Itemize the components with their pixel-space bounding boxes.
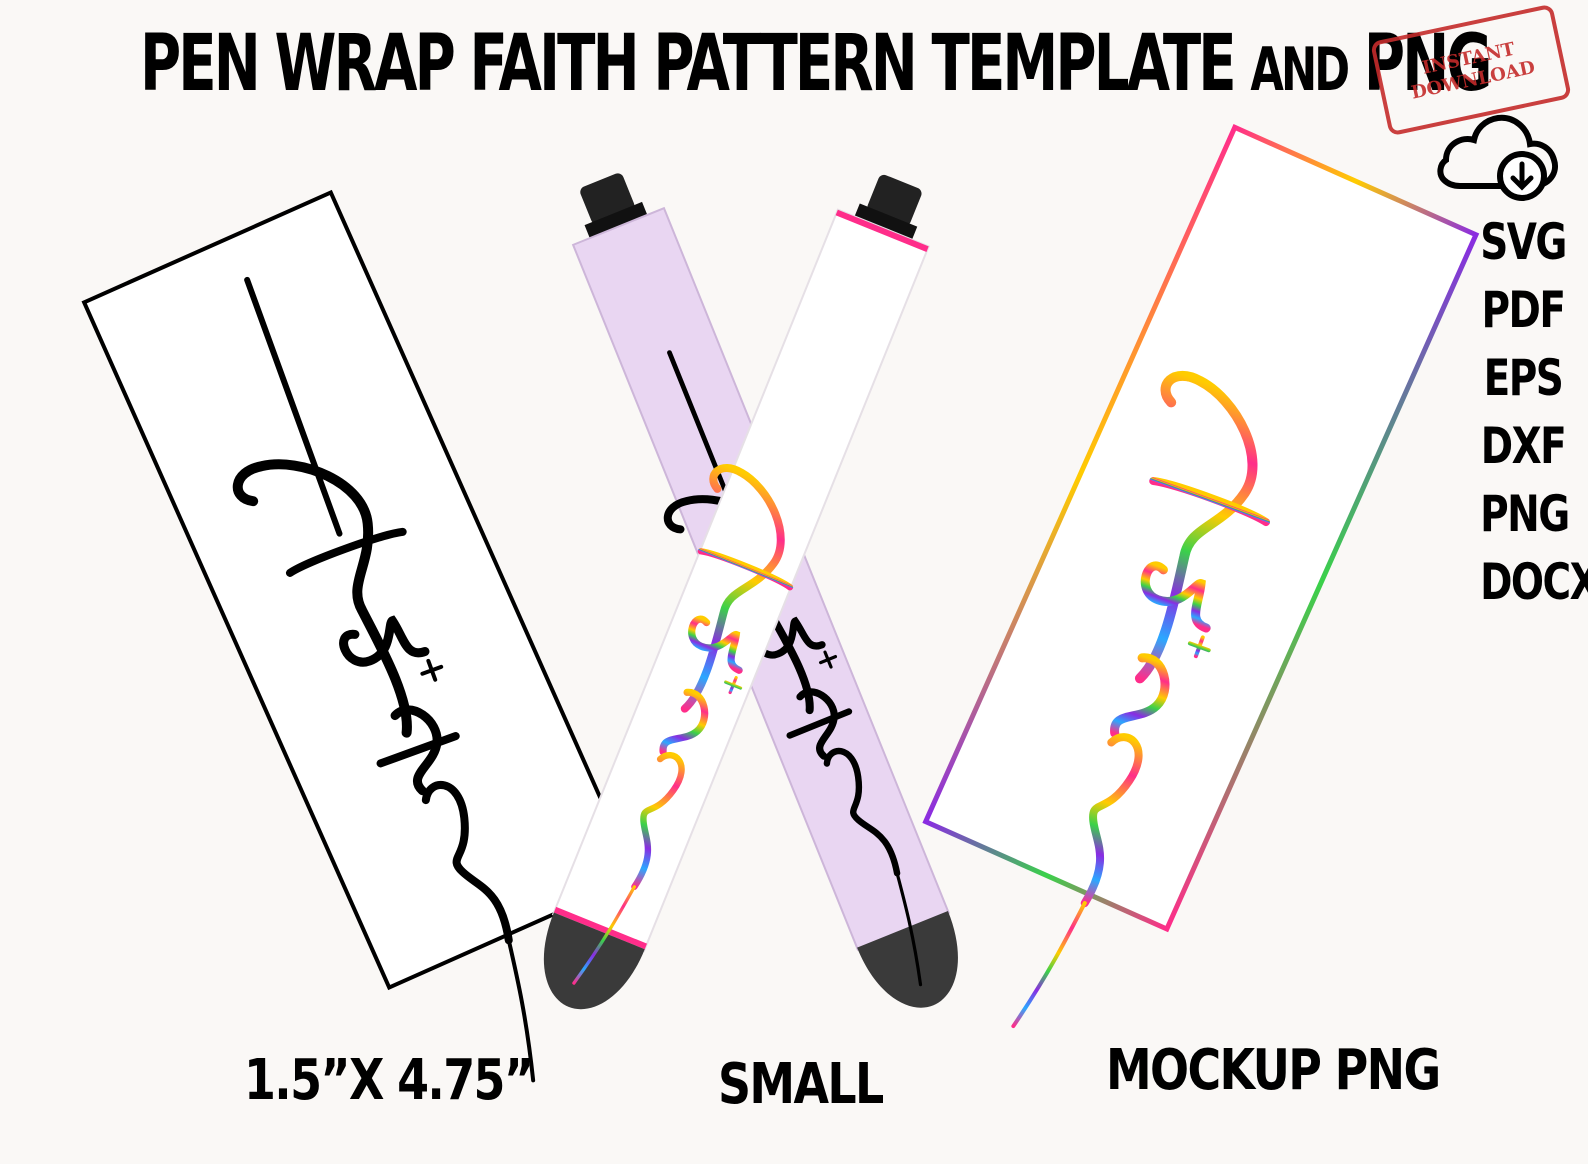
format-pdf: PDF [1481,281,1566,339]
title-end: PNG [1347,19,1493,109]
template-outline [81,189,639,1123]
mockup-outline [922,124,1480,1071]
title-and: AND [1250,35,1350,105]
pen-rainbow [509,174,931,1010]
format-svg: SVG [1480,213,1567,271]
format-list: SVG PDF EPS DXF PNG DOCX [1468,208,1588,616]
size-caption: 1.5”X 4.75” [244,1048,534,1113]
format-png: PNG [1480,485,1570,543]
format-dxf: DXF [1480,417,1567,475]
cloud-download-icon [1437,114,1558,201]
mockup-caption: MOCKUP PNG [1106,1038,1441,1103]
title-main: PEN WRAP FAITH PATTERN TEMPLATE [140,19,1251,109]
format-eps: EPS [1483,349,1564,407]
page-title: PEN WRAP FAITH PATTERN TEMPLATE AND PNG [140,14,1492,120]
small-caption: SMALL [718,1052,884,1117]
